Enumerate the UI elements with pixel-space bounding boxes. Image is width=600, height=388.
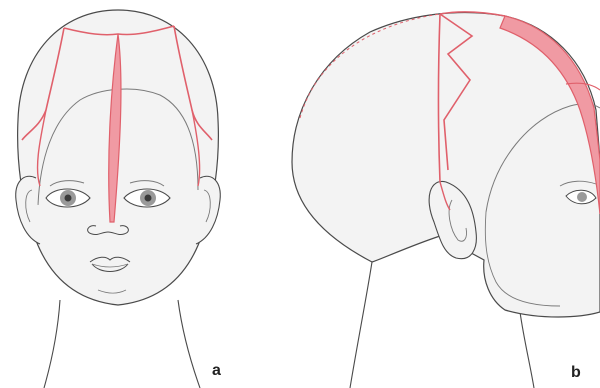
neck-outline-left xyxy=(44,300,60,388)
panel-label-a: a xyxy=(212,363,221,379)
panel-label-b: b xyxy=(571,365,581,381)
right-pupil xyxy=(145,195,152,202)
panel-b-side-view xyxy=(292,12,600,388)
side-iris xyxy=(577,192,587,202)
left-ear xyxy=(16,176,40,244)
right-ear xyxy=(196,176,220,244)
left-pupil xyxy=(65,195,72,202)
side-neck-front xyxy=(520,312,534,388)
side-neck-back xyxy=(350,262,372,388)
neck-outline-right xyxy=(178,300,200,388)
panel-a-front-view xyxy=(16,10,221,388)
